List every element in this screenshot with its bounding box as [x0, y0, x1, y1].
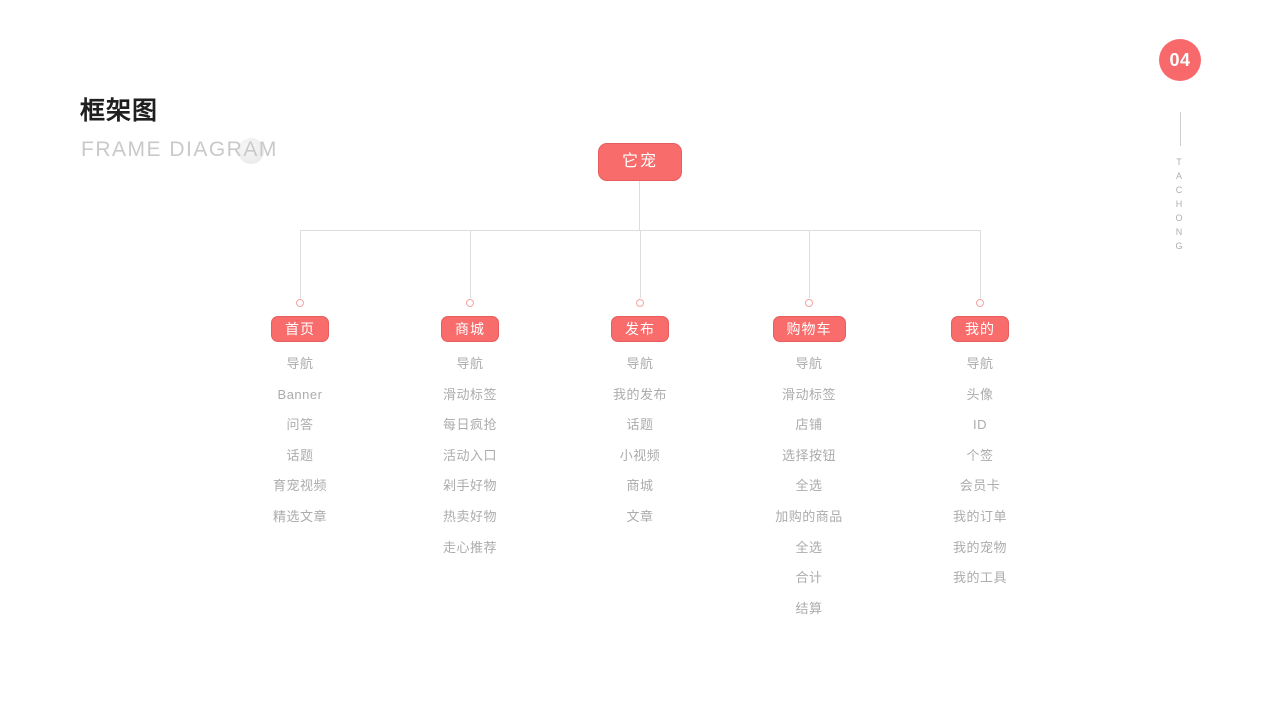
- branch-label: 商城: [441, 316, 499, 342]
- branch-item: 我的发布: [612, 386, 667, 402]
- branch-item: 我的宠物: [952, 539, 1007, 555]
- branch-item: 话题: [626, 417, 654, 433]
- branch-node-dot: [296, 299, 304, 307]
- branch-item: 每日疯抢: [442, 417, 497, 433]
- branch-column: 发布 导航我的发布话题小视频商城文章: [555, 230, 725, 533]
- branch-node-dot: [466, 299, 474, 307]
- branch-label: 发布: [611, 316, 669, 342]
- branch-item: 导航: [966, 356, 994, 371]
- branch-item: 全选: [795, 478, 823, 494]
- branch-item: 商城: [626, 478, 654, 494]
- connector-branch-stub: [639, 230, 641, 298]
- branch-column: 商城 导航滑动标签每日疯抢活动入口剁手好物热卖好物走心推荐: [385, 230, 555, 563]
- branch-column: 首页 导航 Banner 问答话题育宠视频精选文章: [215, 230, 385, 533]
- branch-label: 购物车: [772, 316, 846, 342]
- branch-item: 头像: [966, 386, 994, 402]
- branch-label: 我的: [951, 316, 1009, 342]
- branch-item: 滑动标签: [442, 386, 497, 402]
- branch-item: 导航: [626, 356, 654, 371]
- branch-item: 问答: [286, 417, 314, 433]
- branch-item: 我的工具: [952, 570, 1007, 586]
- connector-branch-stub: [469, 230, 471, 298]
- connector-branch-stub: [808, 230, 810, 298]
- branch-item: 选择按钮: [781, 447, 836, 463]
- branch-item: 导航: [456, 356, 484, 371]
- connector-branch-stub: [299, 230, 301, 298]
- branch-item: 文章: [626, 508, 654, 524]
- branch-item: Banner: [277, 386, 323, 402]
- branch-item: 活动入口: [442, 447, 497, 463]
- branch-column: 购物车 导航滑动标签店铺选择按钮全选加购的商品全选合计结算: [724, 230, 894, 624]
- branch-item-list: 导航滑动标签每日疯抢活动入口剁手好物热卖好物走心推荐: [385, 349, 555, 563]
- branch-item: 小视频: [619, 447, 661, 463]
- branch-item: 滑动标签: [781, 386, 836, 402]
- branch-label: 首页: [271, 316, 329, 342]
- branch-item: 精选文章: [272, 508, 327, 524]
- connector-branch-stub: [979, 230, 981, 298]
- branch-item: 结算: [795, 600, 823, 616]
- branch-item: 剁手好物: [442, 478, 497, 494]
- branch-item: 合计: [795, 570, 823, 586]
- branch-item: 热卖好物: [442, 508, 497, 524]
- branch-column: 我的 导航头像 ID 个签会员卡我的订单我的宠物我的工具: [895, 230, 1065, 594]
- connector-root-stem: [639, 181, 640, 230]
- branch-item: 个签: [966, 447, 994, 463]
- branch-item: 会员卡: [959, 478, 1001, 494]
- branch-item-list: 导航 Banner 问答话题育宠视频精选文章: [215, 349, 385, 533]
- branch-node-dot: [976, 299, 984, 307]
- page-number-badge: 04: [1159, 39, 1201, 81]
- branch-item: 店铺: [795, 417, 823, 433]
- branch-item: 加购的商品: [775, 508, 843, 524]
- branch-node-dot: [636, 299, 644, 307]
- branch-item: ID: [973, 417, 987, 433]
- side-label: TACHONG: [1174, 157, 1184, 255]
- page-title: 框架图: [80, 97, 159, 125]
- branch-item: 全选: [795, 539, 823, 555]
- corner-divider-line: [1180, 112, 1181, 146]
- branch-item: 话题: [286, 447, 314, 463]
- branch-item: 导航: [286, 356, 314, 371]
- root-node: 它宠: [597, 143, 683, 181]
- branch-item-list: 导航头像 ID 个签会员卡我的订单我的宠物我的工具: [895, 349, 1065, 594]
- branch-item-list: 导航我的发布话题小视频商城文章: [555, 349, 725, 533]
- page-subtitle-wrap: FRAME DIAGRAM: [81, 138, 278, 165]
- branch-item-list: 导航滑动标签店铺选择按钮全选加购的商品全选合计结算: [724, 349, 894, 624]
- branch-item: 我的订单: [952, 508, 1007, 524]
- branch-item: 导航: [795, 356, 823, 371]
- subtitle-deco-circle: [238, 138, 264, 164]
- branch-item: 走心推荐: [442, 539, 497, 555]
- page-subtitle: FRAME DIAGRAM: [81, 138, 278, 161]
- branch-item: 育宠视频: [272, 478, 327, 494]
- branch-node-dot: [805, 299, 813, 307]
